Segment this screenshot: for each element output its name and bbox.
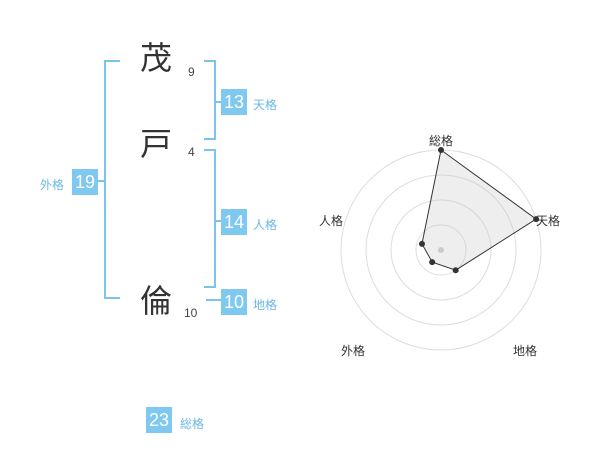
radar-point-1	[438, 147, 444, 153]
stroke-count-1: 9	[188, 65, 195, 79]
radar-center	[438, 247, 444, 253]
soukaku-label: 総格	[180, 417, 205, 431]
jinkaku-bracket-tick	[216, 220, 222, 222]
radar-point-2	[533, 216, 540, 223]
chikaku-bracket-tick	[206, 299, 222, 301]
gaikaku-value-badge: 19	[72, 169, 99, 195]
soukaku-value-badge: 23	[146, 407, 173, 433]
name-char-1: 茂	[140, 39, 173, 77]
radar-axis-label-2: 天格	[536, 214, 561, 228]
radar-axis-label-4: 外格	[341, 344, 366, 358]
radar-area	[421, 149, 537, 271]
chikaku-label: 地格	[253, 298, 278, 312]
jinkaku-bracket	[204, 149, 216, 288]
tenkaku-bracket	[204, 60, 216, 140]
chikaku-value-badge: 10	[221, 289, 248, 315]
stroke-count-2: 4	[188, 145, 195, 159]
name-char-3: 倫	[140, 282, 173, 320]
jinkaku-label: 人格	[253, 218, 278, 232]
radar-point-5	[418, 240, 425, 247]
radar-point-3	[452, 267, 459, 274]
gaikaku-label: 外格	[40, 178, 65, 192]
name-char-2: 戸	[140, 125, 173, 163]
tenkaku-bracket-tick	[216, 101, 222, 103]
radar-axis-label-3: 地格	[513, 344, 538, 358]
radar-axis-label-1: 総格	[429, 134, 454, 148]
radar-ring	[365, 174, 517, 326]
radar-point-4	[429, 259, 436, 266]
radar-axis-label-5: 人格	[319, 214, 344, 228]
gaikaku-bracket-tick	[94, 180, 104, 182]
gaikaku-bracket	[104, 60, 120, 299]
radar-ring	[415, 224, 467, 276]
tenkaku-label: 天格	[253, 98, 278, 112]
stroke-count-3: 10	[184, 306, 198, 320]
radar-ring	[390, 199, 492, 301]
jinkaku-value-badge: 14	[221, 209, 248, 235]
tenkaku-value-badge: 13	[221, 89, 248, 115]
